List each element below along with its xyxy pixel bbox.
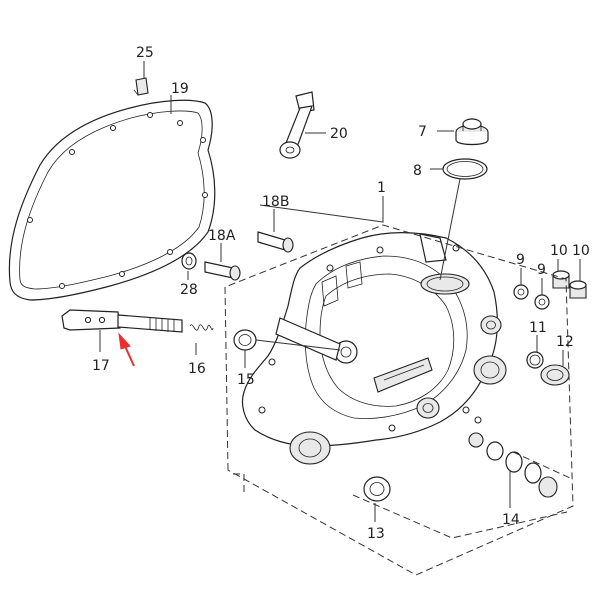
callout-13: 13 <box>367 526 385 542</box>
plug-10b <box>569 280 587 299</box>
red-arrow-indicator <box>118 332 135 367</box>
callout-15: 15 <box>237 372 255 388</box>
shift-shaft-17 <box>61 309 183 333</box>
ring-set-14 <box>468 432 558 498</box>
seal-15 <box>233 329 257 351</box>
assembly-outline-front <box>232 473 245 492</box>
callout-10b: 10 <box>572 243 590 259</box>
callout-20: 20 <box>330 126 348 142</box>
callout-18A: 18A <box>208 228 236 244</box>
washer-9b <box>534 294 550 310</box>
callout-9a: 9 <box>516 252 525 268</box>
callout-28: 28 <box>180 282 198 298</box>
callout-17: 17 <box>92 358 110 374</box>
o-ring-11 <box>526 351 544 369</box>
callout-7: 7 <box>418 124 427 140</box>
callout-25: 25 <box>136 45 154 61</box>
washer-28 <box>181 252 197 270</box>
gasket-19 <box>8 99 216 301</box>
seal-13 <box>363 476 391 502</box>
callout-11: 11 <box>529 320 547 336</box>
o-ring-8 <box>442 158 488 180</box>
leader-lines <box>99 61 581 522</box>
callout-16: 16 <box>188 361 206 377</box>
callout-19: 19 <box>171 81 189 97</box>
callout-1: 1 <box>377 180 386 196</box>
callout-14: 14 <box>502 512 520 528</box>
crankcase-cover-1 <box>241 232 507 465</box>
spring-16 <box>189 324 214 355</box>
callout-8: 8 <box>413 163 422 179</box>
filler-cap-7 <box>455 118 489 146</box>
callout-12: 12 <box>556 334 574 350</box>
bolt-18A <box>204 261 241 281</box>
plug-12 <box>540 364 570 386</box>
assembly-outline-main <box>224 224 574 576</box>
lever-20 <box>279 91 315 159</box>
washer-9a <box>513 284 529 300</box>
bolt-18B <box>257 231 294 253</box>
assembly-outline-bottom <box>352 494 568 539</box>
callout-10a: 10 <box>550 243 568 259</box>
clip-25 <box>133 77 149 96</box>
callout-18B: 18B <box>262 194 289 210</box>
callout-9b: 9 <box>537 262 546 278</box>
